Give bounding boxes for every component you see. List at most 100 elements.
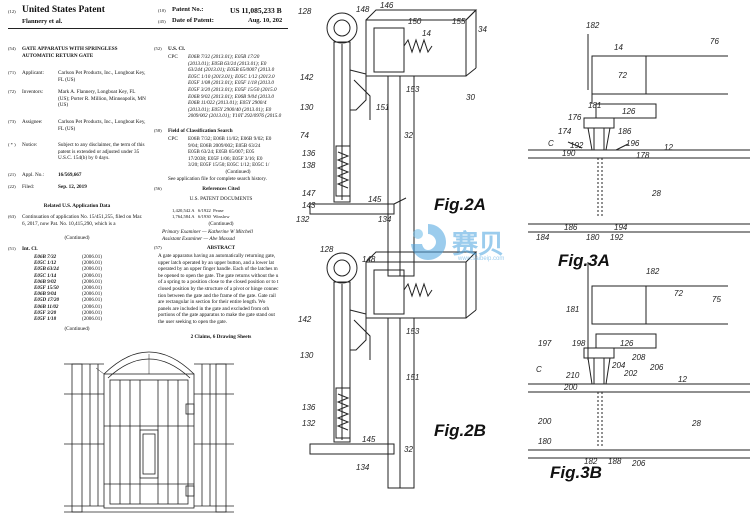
intcl-row: E06B 9/04(2006.01) <box>34 291 102 298</box>
related-heading: Related U.S. Application Data <box>43 203 111 209</box>
intcl-row: E05F 15/50(2006.01) <box>34 284 102 291</box>
ref-numeral: 136 <box>302 403 316 412</box>
ref-numeral: 145 <box>368 195 382 204</box>
figure-3-drawings: 182 14 72 76 181 126 176 174 186 196 C 1… <box>528 21 750 482</box>
field-note: See application file for complete search… <box>168 176 267 182</box>
ref-numeral: 72 <box>618 71 627 80</box>
ref-numeral: 181 <box>566 305 579 314</box>
ref-numeral: 186 <box>564 223 578 232</box>
intcl-row: E05B 63/24(2006.01) <box>34 266 102 273</box>
watermark-site: www.saibeip.com <box>458 256 505 262</box>
ref-numeral: C <box>536 365 542 374</box>
ref-numeral: 30 <box>466 93 475 102</box>
ref-numeral: 151 <box>406 373 419 382</box>
fig-2b-label: Fig.2B <box>434 421 486 440</box>
patent-no-label: Patent No.: <box>172 6 204 13</box>
ref-numeral: 12 <box>678 375 687 384</box>
ref-numeral: 128 <box>320 245 334 254</box>
ref-numeral: 148 <box>356 5 370 14</box>
ref-numeral: 145 <box>362 435 376 444</box>
intcl-row: E05C 1/12(2006.01) <box>34 260 102 267</box>
ref-numeral: 186 <box>618 127 632 136</box>
intcl-row: E06B 7/32(2006.01) <box>34 254 102 260</box>
uscl-heading: U.S. Cl. <box>168 46 186 52</box>
intcl-row: E05F 3/20(2006.01) <box>34 309 102 316</box>
ref-numeral: 200 <box>563 383 578 392</box>
ref-numeral: 208 <box>631 353 646 362</box>
ref-numeral: 188 <box>608 457 622 466</box>
ref-numeral: 74 <box>300 131 309 140</box>
header-rule <box>8 28 288 29</box>
ref-numeral: 151 <box>376 103 389 112</box>
applicant: Carlson Pet Products, Inc., Longboat Key… <box>58 70 146 83</box>
fig-3b-label: Fig.3B <box>550 463 602 482</box>
appl-no: 16/569,667 <box>58 172 82 178</box>
figure-2-drawings: 128 148 146 150 155 34 14 142 153 151 13… <box>296 1 487 489</box>
patent-date: Aug. 10, 202 <box>248 17 283 24</box>
cpc-lines: E06B 7/32 (2013.01); E05B 17/20 (2013.01… <box>188 54 282 120</box>
ref-numeral: 132 <box>296 215 310 224</box>
ref-numeral: 182 <box>586 21 600 30</box>
ref-numeral: 153 <box>406 85 420 94</box>
ref-numeral: 184 <box>536 233 550 242</box>
ref-numeral: 28 <box>651 189 661 198</box>
ref-numeral: 200 <box>537 417 552 426</box>
intcl-row: E06B 9/02(2006.01) <box>34 278 102 285</box>
refs-heading: References Cited <box>202 186 240 192</box>
ref-numeral: 75 <box>712 295 721 304</box>
ref-numeral: 196 <box>626 139 640 148</box>
ref-numeral: 72 <box>674 289 683 298</box>
gate-drawing <box>64 351 234 513</box>
us-docs: 1,420,542 A 6/1922 Pease 1,764,584 A 6/1… <box>172 208 288 220</box>
assistant-examiner: Assistant Examiner — Abe Massad <box>162 236 235 242</box>
ref-numeral: 197 <box>538 339 552 348</box>
ref-numeral: 143 <box>302 201 316 210</box>
abstract-heading: ABSTRACT <box>206 245 236 251</box>
patent-number: US 11,085,233 B <box>230 6 282 15</box>
ref-numeral: 134 <box>356 463 370 472</box>
primary-examiner: Primary Examiner — Katherine W Mitchell <box>162 229 253 235</box>
inventor-short: Flannery et al. <box>22 18 63 25</box>
watermark-logo-icon <box>411 224 446 260</box>
inventors: Mark A. Flannery, Longboat Key, FL (US);… <box>58 89 146 109</box>
ref-numeral: 32 <box>404 131 413 140</box>
code-10: (10) <box>158 8 166 13</box>
code-12: (12) <box>8 9 16 14</box>
fig-2a-label: Fig.2A <box>434 195 486 214</box>
ref-numeral: 142 <box>300 73 314 82</box>
assignee: Carlson Pet Products, Inc., Longboat Key… <box>58 119 146 132</box>
ref-numeral: 76 <box>710 37 719 46</box>
ref-numeral: 32 <box>404 445 413 454</box>
ref-numeral: 204 <box>611 361 626 370</box>
code-45: (45) <box>158 19 166 24</box>
date-label: Date of Patent: <box>172 17 214 24</box>
us-doc-row: 1,420,542 A 6/1922 Pease <box>172 208 224 213</box>
ref-numeral: 14 <box>614 43 623 52</box>
watermark: 赛贝 www.saibeip.com <box>408 222 504 267</box>
us-doc-row: 1,764,584 A 6/1930 Winslow <box>172 213 230 219</box>
ref-numeral: 146 <box>380 1 394 10</box>
ref-numeral: 28 <box>691 419 701 428</box>
ref-numeral: C <box>548 139 554 148</box>
ref-numeral: 12 <box>664 143 673 152</box>
ref-numeral: 180 <box>586 233 600 242</box>
filed-date: Sep. 12, 2019 <box>58 184 87 190</box>
ref-numeral: 138 <box>302 161 316 170</box>
ref-numeral: 202 <box>623 369 638 378</box>
ref-numeral: 147 <box>302 189 316 198</box>
ref-numeral: 130 <box>300 103 314 112</box>
ref-numeral: 126 <box>620 339 634 348</box>
ref-numeral: 206 <box>631 459 646 468</box>
ref-numeral: 192 <box>610 233 624 242</box>
intcl-row: E05F 1/18(2006.01) <box>34 315 102 322</box>
ref-numeral: 128 <box>298 7 312 16</box>
ref-numeral: 34 <box>478 25 487 34</box>
ref-numeral: 150 <box>408 17 422 26</box>
ref-numeral: 126 <box>622 107 636 116</box>
intcl-heading: Int. Cl. <box>22 246 38 252</box>
ref-numeral: 148 <box>362 255 376 264</box>
ref-numeral: 176 <box>568 113 582 122</box>
ref-numeral: 190 <box>562 149 576 158</box>
ref-numeral: 132 <box>302 419 316 428</box>
ref-numeral: 142 <box>298 315 312 324</box>
